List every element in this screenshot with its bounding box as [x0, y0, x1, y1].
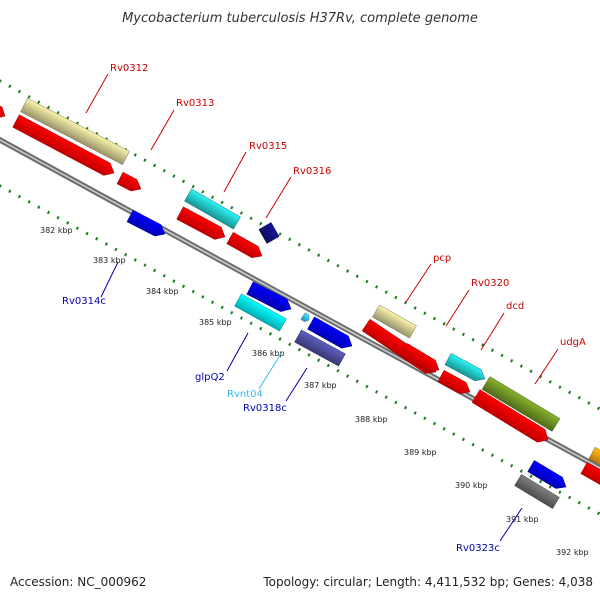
leader-line-Rv0312 — [85, 73, 109, 114]
leader-line-Rvnt04 — [258, 351, 283, 390]
leader-line-udgA — [534, 348, 559, 385]
tick-label-390: 390 kbp — [455, 481, 488, 490]
feature-block-Rv0323c-b[interactable] — [514, 474, 560, 509]
tick-label-382: 382 kbp — [40, 226, 73, 235]
feature-block-udgA-b[interactable] — [471, 389, 549, 443]
leader-line-Rv0323c — [499, 507, 523, 542]
feature-block-right-edge-orange[interactable] — [588, 446, 600, 465]
accession-text: Accession: NC_000962 — [10, 575, 146, 589]
tick-label-392: 392 kbp — [556, 548, 589, 557]
feature-block-right-edge-red[interactable] — [580, 462, 600, 485]
gene-label-glpQ2[interactable]: glpQ2 — [195, 372, 225, 383]
ruler-ticks: 382 kbp 383 kbp 384 kbp 385 kbp 386 kbp 387 k… — [40, 226, 589, 557]
feature-block-pcp[interactable] — [372, 304, 417, 339]
tick-label-391: 391 kbp — [506, 515, 539, 524]
map-title: Mycobacterium tuberculosis H37Rv, comple… — [122, 11, 478, 26]
leader-line-Rv0318c — [285, 367, 308, 402]
gene-label-Rv0313[interactable]: Rv0313 — [176, 98, 214, 109]
feature-block-Rv0316-b[interactable] — [226, 231, 263, 258]
feature-block-glpQ2-b[interactable] — [234, 293, 287, 332]
gene-label-Rvnt04[interactable]: Rvnt04 — [227, 389, 263, 400]
feature-blocks — [0, 97, 600, 509]
feature-block-Rv0320-b[interactable] — [400, 343, 440, 372]
tick-label-385: 385 kbp — [199, 318, 232, 327]
leader-line-Rv0314c — [100, 261, 119, 298]
feature-block-left-edge[interactable] — [0, 102, 6, 118]
feature-block-Rv0314c[interactable] — [126, 209, 166, 237]
tick-label-386: 386 kbp — [252, 349, 285, 358]
feature-block-Rv0312[interactable] — [20, 97, 130, 166]
tick-label-389: 389 kbp — [404, 448, 437, 457]
gene-label-Rv0312[interactable]: Rv0312 — [110, 63, 148, 74]
feature-block-Rv0323c-a[interactable] — [527, 460, 567, 489]
feature-block-glpQ2-a[interactable] — [246, 281, 292, 312]
leader-line-Rv0320 — [445, 289, 470, 327]
gene-label-Rv0320[interactable]: Rv0320 — [471, 278, 509, 289]
feature-block-Rv0313-a[interactable] — [12, 114, 115, 176]
leader-line-pcp — [405, 263, 432, 303]
gene-label-Rv0316[interactable]: Rv0316 — [293, 166, 331, 177]
leader-line-Rv0313 — [150, 109, 175, 151]
feature-block-Rv0318c-a[interactable] — [307, 316, 353, 349]
feature-block-Rv0315-b[interactable] — [176, 206, 226, 240]
reverse-track-guide — [0, 184, 600, 516]
gene-label-Rv0318c[interactable]: Rv0318c — [243, 403, 287, 414]
feature-block-Rv0316[interactable] — [258, 222, 280, 244]
feature-block-Rv0318c-b[interactable] — [294, 329, 346, 367]
leader-line-dcd — [480, 312, 505, 351]
forward-track-guide — [0, 79, 600, 411]
genome-summary-text: Topology: circular; Length: 4,411,532 bp… — [262, 575, 593, 589]
gene-label-udgA[interactable]: udgA — [560, 337, 586, 348]
leader-line-Rv0316 — [265, 176, 292, 219]
gene-label-Rv0315[interactable]: Rv0315 — [249, 141, 287, 152]
leader-line-glpQ2 — [226, 332, 249, 372]
leader-line-Rv0315 — [223, 151, 247, 193]
feature-block-dcd[interactable] — [444, 352, 486, 382]
gene-label-pcp[interactable]: pcp — [433, 253, 451, 264]
gene-label-Rv0323c[interactable]: Rv0323c — [456, 543, 500, 554]
track-guides — [0, 79, 600, 516]
feature-block-Rv0315[interactable] — [184, 188, 241, 230]
feature-block-Rv0313-b[interactable] — [116, 171, 142, 192]
gene-label-Rv0314c[interactable]: Rv0314c — [62, 296, 106, 307]
tick-label-387: 387 kbp — [304, 381, 337, 390]
feature-block-dcd-b[interactable] — [437, 369, 471, 395]
tick-label-383: 383 kbp — [93, 256, 126, 265]
tick-label-384: 384 kbp — [146, 287, 179, 296]
feature-block-udgA[interactable] — [481, 376, 561, 432]
gene-label-dcd[interactable]: dcd — [506, 301, 524, 312]
feature-block-Rvnt04[interactable] — [300, 312, 310, 322]
tick-label-388: 388 kbp — [355, 415, 388, 424]
